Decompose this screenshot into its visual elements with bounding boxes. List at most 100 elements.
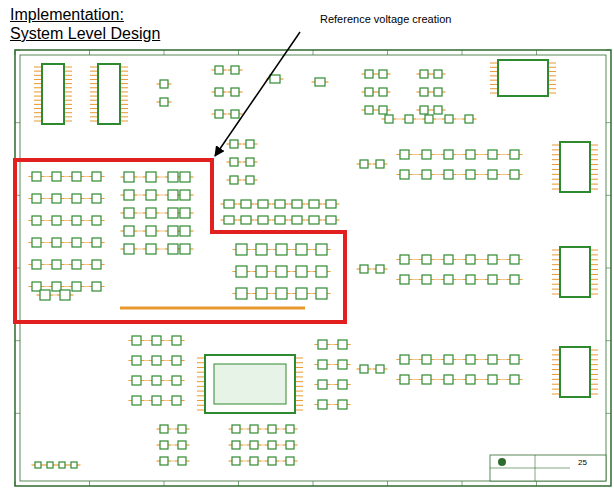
component-symbol — [172, 376, 181, 385]
wire — [120, 100, 128, 101]
wire — [295, 376, 303, 377]
wire — [590, 154, 598, 155]
wire — [34, 116, 42, 117]
component-symbol — [268, 457, 276, 465]
component-symbol — [400, 150, 409, 159]
border-tick — [89, 50, 90, 55]
wire — [548, 75, 556, 76]
component-symbol — [132, 376, 141, 385]
wire — [552, 164, 560, 165]
component-symbol — [510, 375, 519, 384]
component-symbol — [434, 70, 442, 78]
wire — [590, 289, 598, 290]
component-symbol — [72, 216, 81, 225]
component-symbol — [444, 275, 453, 284]
component-symbol — [292, 216, 302, 224]
border-tick — [15, 122, 20, 123]
wire — [548, 67, 556, 68]
component-symbol — [466, 255, 475, 264]
wire — [295, 410, 303, 411]
border-tick — [15, 340, 20, 341]
border-tick — [462, 50, 463, 55]
component-symbol — [365, 88, 373, 96]
component-symbol — [52, 216, 61, 225]
wire — [396, 359, 523, 360]
component-symbol — [510, 150, 519, 159]
wire — [490, 75, 498, 76]
border-tick — [536, 481, 537, 486]
wire — [34, 100, 42, 101]
component-symbol — [52, 194, 61, 203]
wire — [590, 174, 598, 175]
wire — [197, 391, 205, 392]
wire — [590, 364, 598, 365]
wire — [590, 379, 598, 380]
component-symbol — [178, 425, 186, 433]
wire — [34, 112, 42, 113]
component-symbol — [510, 255, 519, 264]
component-symbol — [124, 172, 134, 182]
wire — [548, 93, 556, 94]
component-symbol — [400, 170, 409, 179]
wire — [64, 75, 72, 76]
component-symbol — [52, 260, 61, 269]
component-symbol — [376, 365, 384, 373]
wire — [120, 112, 128, 113]
component-symbol — [292, 200, 302, 208]
wire — [590, 159, 598, 160]
component-symbol — [286, 441, 294, 449]
border-tick — [15, 481, 16, 486]
component-symbol — [172, 396, 181, 405]
component-symbol — [250, 425, 258, 433]
component-symbol — [241, 200, 251, 208]
component-symbol — [420, 70, 428, 78]
wire — [295, 405, 303, 406]
wire — [295, 400, 303, 401]
component-symbol — [444, 150, 453, 159]
ic-chip — [560, 142, 590, 192]
highlight-region — [15, 160, 345, 322]
wire — [120, 79, 128, 80]
wire — [197, 405, 205, 406]
component-symbol — [379, 70, 387, 78]
component-symbol — [180, 244, 190, 254]
wire — [590, 389, 598, 390]
border-tick — [313, 50, 314, 55]
wire — [295, 386, 303, 387]
wire — [64, 104, 72, 105]
border-tick — [606, 268, 611, 269]
component-symbol — [124, 226, 134, 236]
component-symbol — [316, 244, 327, 255]
border-tick — [15, 413, 20, 414]
component-symbol — [250, 441, 258, 449]
component-symbol — [132, 356, 141, 365]
component-symbol — [488, 375, 497, 384]
component-symbol — [132, 336, 141, 345]
wire — [120, 96, 128, 97]
wire — [552, 359, 560, 360]
component-symbol — [385, 115, 393, 123]
wire — [64, 100, 72, 101]
component-symbol — [52, 172, 61, 181]
component-symbol — [338, 340, 347, 349]
component-symbol — [124, 244, 134, 254]
component-symbol — [32, 172, 41, 181]
border-tick — [387, 50, 388, 55]
wire — [396, 174, 523, 175]
component-symbol — [425, 115, 433, 123]
component-symbol — [232, 425, 240, 433]
wire — [90, 108, 98, 109]
wire — [548, 84, 556, 85]
component-symbol — [180, 208, 190, 218]
wire — [90, 112, 98, 113]
component-symbol — [168, 172, 178, 182]
border-tick — [606, 413, 611, 414]
wire — [120, 67, 128, 68]
wire — [590, 274, 598, 275]
component-symbol — [52, 238, 61, 247]
component-symbol — [230, 158, 238, 166]
wire — [552, 179, 560, 180]
component-symbol — [231, 66, 239, 74]
sheet-border — [15, 50, 611, 486]
wire — [552, 189, 560, 190]
